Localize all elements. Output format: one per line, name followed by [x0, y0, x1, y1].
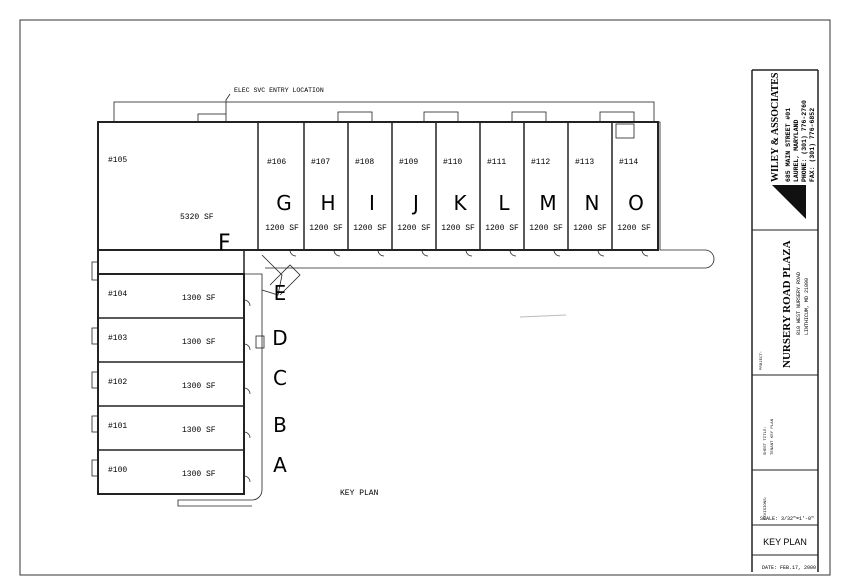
front-door-swings [243, 249, 649, 483]
unit-letter: L [498, 191, 510, 215]
firm-logo-icon [772, 185, 806, 219]
project-label: PROJECT: [760, 351, 764, 370]
top-unit-dividers [303, 122, 613, 250]
unit-letter: N [585, 191, 600, 215]
project-address-2: LINTHICUM, MD 21090 [804, 278, 810, 335]
unit-number: #106 [267, 158, 286, 167]
project-name: NURSERY ROAD PLAZA [781, 240, 793, 368]
unit-number: #104 [108, 290, 127, 299]
unit-number: #100 [108, 466, 127, 475]
unit-number: #101 [108, 422, 127, 431]
sheet-name: KEY PLAN [763, 537, 807, 547]
unit-number: #107 [311, 158, 330, 167]
unit-letter: I [369, 191, 375, 215]
faint-mark [519, 314, 567, 318]
unit-area: 1300 SF [182, 382, 216, 391]
left-units: #104 1300 SF E #103 1300 SF D #102 1300 SF C #101… [108, 281, 288, 479]
left-side-windows [91, 261, 99, 477]
rear-door-details [337, 111, 635, 139]
unit-area: 1200 SF [441, 224, 475, 233]
sheet-title: TENANT KEY PLAN [771, 418, 775, 455]
unit-area: 1300 SF [182, 338, 216, 347]
sheet-title-label: SHEET TITLE: [764, 426, 768, 455]
unit-letter: J [411, 191, 419, 215]
unit-area: 1200 SF [309, 224, 343, 233]
unit-area: 1200 SF [529, 224, 563, 233]
unit-number: #108 [355, 158, 374, 167]
unit-letter: A [273, 453, 287, 477]
drawing-date: DATE: FEB.17, 2000 [762, 565, 816, 571]
unit-letter: B [273, 413, 287, 437]
left-unit-dividers [98, 317, 244, 451]
unit-area: 1200 SF [265, 224, 299, 233]
unit-105-area: 5320 SF [180, 213, 214, 222]
firm-phone: PHONE: (301) 776-2760 [801, 100, 808, 182]
unit-number: #114 [619, 158, 638, 167]
firm-fax: FAX: (301) 776-6852 [809, 108, 816, 182]
unit-number: #111 [487, 158, 506, 167]
title-block: WILEY & ASSOCIATES 685 MAIN STREET #01 L… [751, 69, 819, 572]
unit-letter: K [453, 191, 467, 215]
plan-title: KEY PLAN [340, 489, 379, 498]
unit-number: #102 [108, 378, 127, 387]
project-address-1: 810 WEST NURSERY ROAD [796, 272, 802, 335]
unit-letter: C [273, 366, 287, 390]
unit-area: 1300 SF [182, 294, 216, 303]
unit-letter: M [539, 191, 556, 215]
unit-number: #110 [443, 158, 462, 167]
unit-number: #109 [399, 158, 418, 167]
elec-service-label: ELEC SVC ENTRY LOCATION [234, 87, 324, 94]
elec-service-leader [225, 93, 231, 114]
unit-area: 1200 SF [397, 224, 431, 233]
firm-city: LAUREL, MARYLAND [793, 119, 800, 182]
unit-letter: G [276, 191, 292, 215]
firm-name: WILEY & ASSOCIATES [770, 72, 781, 182]
unit-letter: E [274, 281, 287, 305]
unit-number: #112 [531, 158, 550, 167]
unit-area: 1200 SF [573, 224, 607, 233]
unit-number: #103 [108, 334, 127, 343]
revisions-label: REVISIONS: [764, 496, 768, 520]
unit-area: 1200 SF [617, 224, 651, 233]
firm-address: 685 MAIN STREET #01 [785, 108, 792, 182]
unit-area: 1200 SF [353, 224, 387, 233]
unit-letter: O [628, 191, 644, 215]
unit-letter: H [320, 191, 335, 215]
unit-105-letter: F [218, 231, 231, 256]
unit-number: #113 [575, 158, 594, 167]
unit-area: 1300 SF [182, 426, 216, 435]
unit-letter: D [272, 326, 287, 350]
scale-note: SCALE: 3/32"=1'-0" [760, 516, 814, 522]
unit-105-number: #105 [108, 156, 127, 165]
unit-area: 1300 SF [182, 470, 216, 479]
sheet-border [19, 19, 831, 576]
unit-area: 1200 SF [485, 224, 519, 233]
